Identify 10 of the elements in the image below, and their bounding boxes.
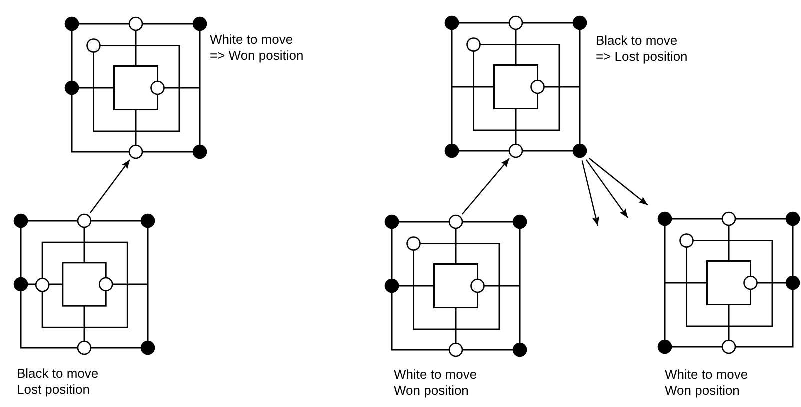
arrow — [90, 160, 130, 214]
position-caption: White to move => Won position — [210, 32, 304, 64]
position-caption: Black to move Lost position — [17, 366, 99, 398]
position-caption: White to move Won position — [394, 367, 478, 399]
position-caption: White to move Won position — [665, 367, 748, 399]
position-caption: Black to move => Lost position — [596, 33, 688, 65]
arrow — [582, 160, 600, 226]
arrow — [462, 158, 510, 215]
arrow — [586, 160, 628, 218]
arrow — [589, 158, 648, 206]
